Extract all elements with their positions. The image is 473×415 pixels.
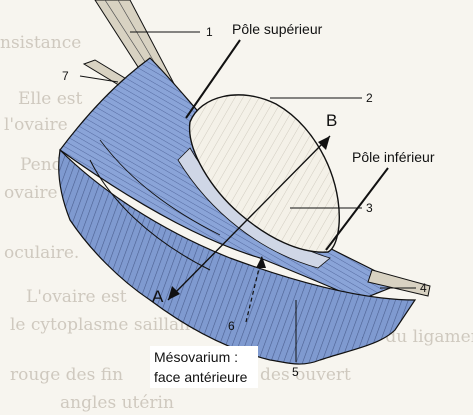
fold-edge [99, 139, 221, 236]
leader-pole-superieur [185, 39, 241, 119]
label-axis-a: A [152, 287, 164, 306]
axis-ab [167, 135, 331, 301]
utero-ovarian-ligament [367, 269, 431, 297]
ovary [188, 94, 340, 253]
label-5: 5 [292, 365, 299, 379]
bg-line: des ouvert [260, 365, 351, 385]
bg-line: oculaire. [4, 243, 79, 263]
bg-line: le cytoplasme saillant fait [10, 315, 231, 335]
bg-line: ovaire [4, 183, 58, 203]
label-axis-b: B [326, 111, 337, 130]
label-pole-superieur: Pôle supérieur [232, 21, 323, 37]
label-4: 4 [420, 281, 427, 295]
bg-line: Elle est [18, 89, 83, 109]
label-7: 7 [62, 69, 69, 83]
bg-line: nsistance [0, 33, 81, 53]
label-1: 1 [206, 25, 213, 39]
bg-line: L'ovaire est [26, 287, 127, 307]
axis-b-arrowhead [318, 136, 330, 150]
bg-line: l'ovaire [4, 115, 68, 135]
label-2: 2 [366, 91, 373, 105]
label-mesovarium-line2: face antérieure [154, 369, 248, 385]
label-6: 6 [228, 319, 235, 333]
fold-edge [89, 159, 211, 271]
mesovarium-label-bg [150, 346, 258, 388]
leader-7 [79, 75, 119, 83]
leader-pole-inferieur [325, 167, 389, 251]
label-3: 3 [366, 201, 373, 215]
bg-line: Pend [20, 155, 63, 175]
leader-6-arrowhead [256, 256, 266, 268]
label-pole-inferieur: Pôle inférieur [352, 149, 435, 165]
bg-line: rouge des fin [10, 365, 123, 385]
bg-line: angles utérin [60, 393, 174, 413]
label-mesovarium-line1: Mésovarium : [154, 349, 238, 365]
broad-ligament [58, 148, 417, 365]
axis-a-arrowhead [168, 286, 180, 300]
